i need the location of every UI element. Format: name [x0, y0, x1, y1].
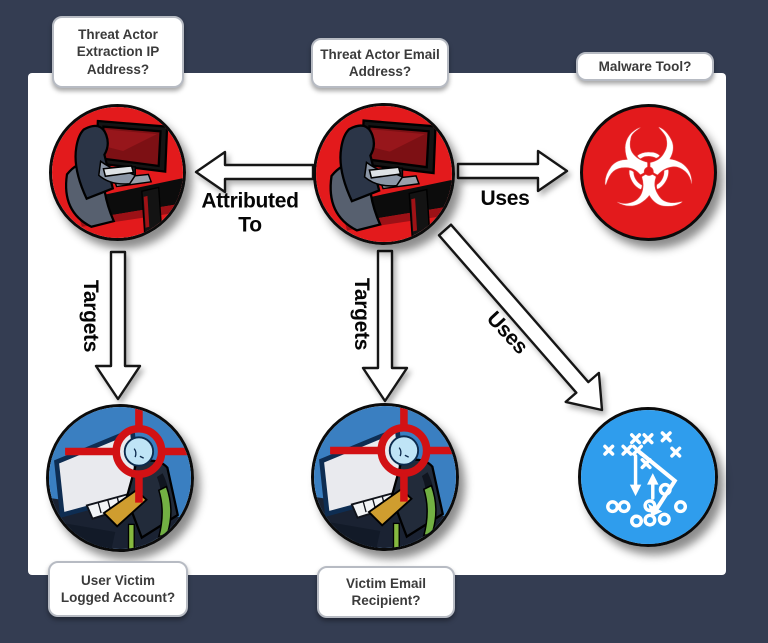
edge-label-targets-middle: Targets	[349, 277, 373, 351]
caption-text: Threat Actor Extraction IP Address?	[76, 27, 160, 77]
arrow-targets-middle	[361, 249, 409, 403]
node-malware-tool: ☣	[580, 104, 717, 241]
node-threat-actor-email	[313, 103, 455, 245]
node-tactics-playbook	[578, 407, 718, 547]
caption-text: Victim Email Recipient?	[345, 575, 427, 608]
caption-text: Malware Tool?	[598, 58, 692, 74]
caption-text: Threat Actor Email Address?	[320, 46, 440, 79]
edge-label-uses-malware: Uses	[480, 187, 530, 211]
caption-threat-actor-email: Threat Actor Email Address?	[311, 38, 449, 88]
arrow-attributed-to	[194, 150, 315, 194]
arrow-targets-left	[94, 250, 142, 401]
threat-actor-at-computer-icon	[52, 107, 183, 238]
node-victim-email-recipient	[311, 403, 459, 551]
node-threat-actor-ip	[49, 104, 186, 241]
caption-user-victim-account: User Victim Logged Account?	[48, 561, 188, 617]
play-diagram-icon	[581, 410, 715, 544]
edge-label-attributed-to: Attributed To	[201, 189, 299, 236]
caption-malware-tool: Malware Tool?	[576, 52, 714, 81]
caption-victim-email-recipient: Victim Email Recipient?	[317, 566, 455, 618]
threat-actor-at-computer-icon	[316, 106, 452, 242]
targeted-victim-at-computer-icon	[314, 406, 456, 548]
arrow-uses-malware	[456, 149, 569, 193]
biohazard-icon: ☣	[600, 106, 697, 232]
caption-text: User Victim Logged Account?	[60, 572, 176, 605]
node-user-victim-account	[46, 404, 194, 552]
edge-label-targets-left: Targets	[78, 279, 102, 353]
caption-threat-actor-ip: Threat Actor Extraction IP Address?	[52, 16, 184, 88]
arrow-uses-tactics	[437, 223, 604, 412]
targeted-victim-at-computer-icon	[49, 407, 191, 549]
